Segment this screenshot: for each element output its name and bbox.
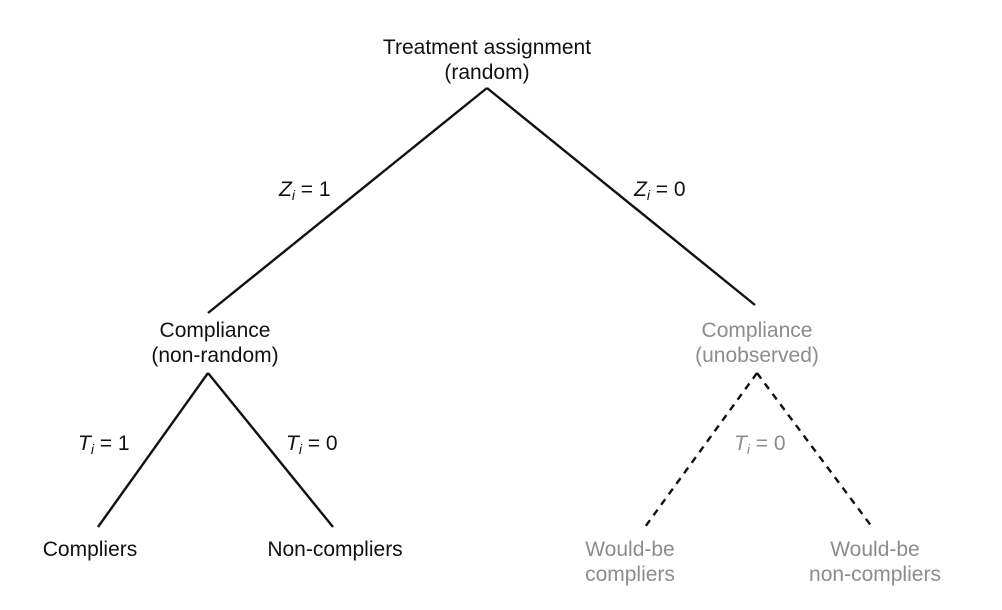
edge-root-to-left bbox=[207, 87, 488, 314]
compliance-node-line2: (unobserved) bbox=[695, 344, 819, 367]
branch-label-rest: = 0 bbox=[301, 432, 338, 455]
leaf-non-compliers-label: Non-compliers bbox=[267, 538, 403, 561]
compliance-node-line1: Compliance bbox=[159, 319, 271, 342]
branch-label-var: T bbox=[78, 432, 91, 455]
branch-label-rest: = 0 bbox=[749, 432, 786, 455]
leaf-would-be-non-compliers: Would-be non-compliers bbox=[809, 537, 941, 587]
branch-label-sub: i bbox=[90, 441, 94, 457]
compliance-non-random-node: Compliance (non-random) bbox=[151, 318, 278, 368]
branch-label-rest: = 0 bbox=[649, 178, 686, 201]
edge-left-to-non-compliers bbox=[207, 372, 334, 528]
leaf-would-be-compliers-line2: compliers bbox=[585, 563, 675, 586]
branch-label-var: Z bbox=[634, 178, 647, 201]
compliance-node-line2: (non-random) bbox=[151, 344, 279, 367]
edge-right-to-would-be-compliers bbox=[644, 372, 758, 528]
edge-left-to-compliers bbox=[97, 372, 209, 528]
edge-right-to-would-be-non-compliers bbox=[756, 372, 873, 528]
branch-label-rest: = 1 bbox=[294, 178, 331, 201]
branch-label-z-equals-0: Zi = 0 bbox=[634, 177, 686, 202]
branch-label-var: Z bbox=[279, 178, 292, 201]
root-node-line1: Treatment assignment bbox=[382, 36, 592, 59]
branch-label-z-equals-1: Zi = 1 bbox=[279, 177, 331, 202]
leaf-would-be-compliers: Would-be compliers bbox=[585, 537, 675, 587]
leaf-would-be-non-compliers-line2: non-compliers bbox=[809, 563, 941, 586]
branch-label-t-equals-0: Ti = 0 bbox=[286, 431, 338, 456]
leaf-non-compliers: Non-compliers bbox=[267, 537, 402, 562]
branch-label-t-equals-0-unobserved: Ti = 0 bbox=[734, 431, 786, 456]
compliance-node-line1: Compliance bbox=[701, 319, 813, 342]
branch-label-sub: i bbox=[298, 441, 302, 457]
leaf-would-be-compliers-line1: Would-be bbox=[585, 538, 675, 561]
branch-label-var: T bbox=[734, 432, 747, 455]
branch-label-sub: i bbox=[746, 441, 750, 457]
branch-label-rest: = 1 bbox=[93, 432, 130, 455]
root-node-treatment-assignment: Treatment assignment (random) bbox=[383, 35, 591, 85]
branch-label-sub: i bbox=[646, 187, 650, 203]
root-node-line2: (random) bbox=[444, 61, 530, 84]
branch-label-sub: i bbox=[291, 187, 295, 203]
leaf-compliers: Compliers bbox=[43, 537, 138, 562]
branch-label-var: T bbox=[286, 432, 299, 455]
edge-root-to-right bbox=[486, 87, 756, 306]
branch-label-t-equals-1: Ti = 1 bbox=[78, 431, 130, 456]
compliance-unobserved-node: Compliance (unobserved) bbox=[695, 318, 819, 368]
leaf-would-be-non-compliers-line1: Would-be bbox=[830, 538, 920, 561]
leaf-compliers-label: Compliers bbox=[42, 538, 138, 561]
